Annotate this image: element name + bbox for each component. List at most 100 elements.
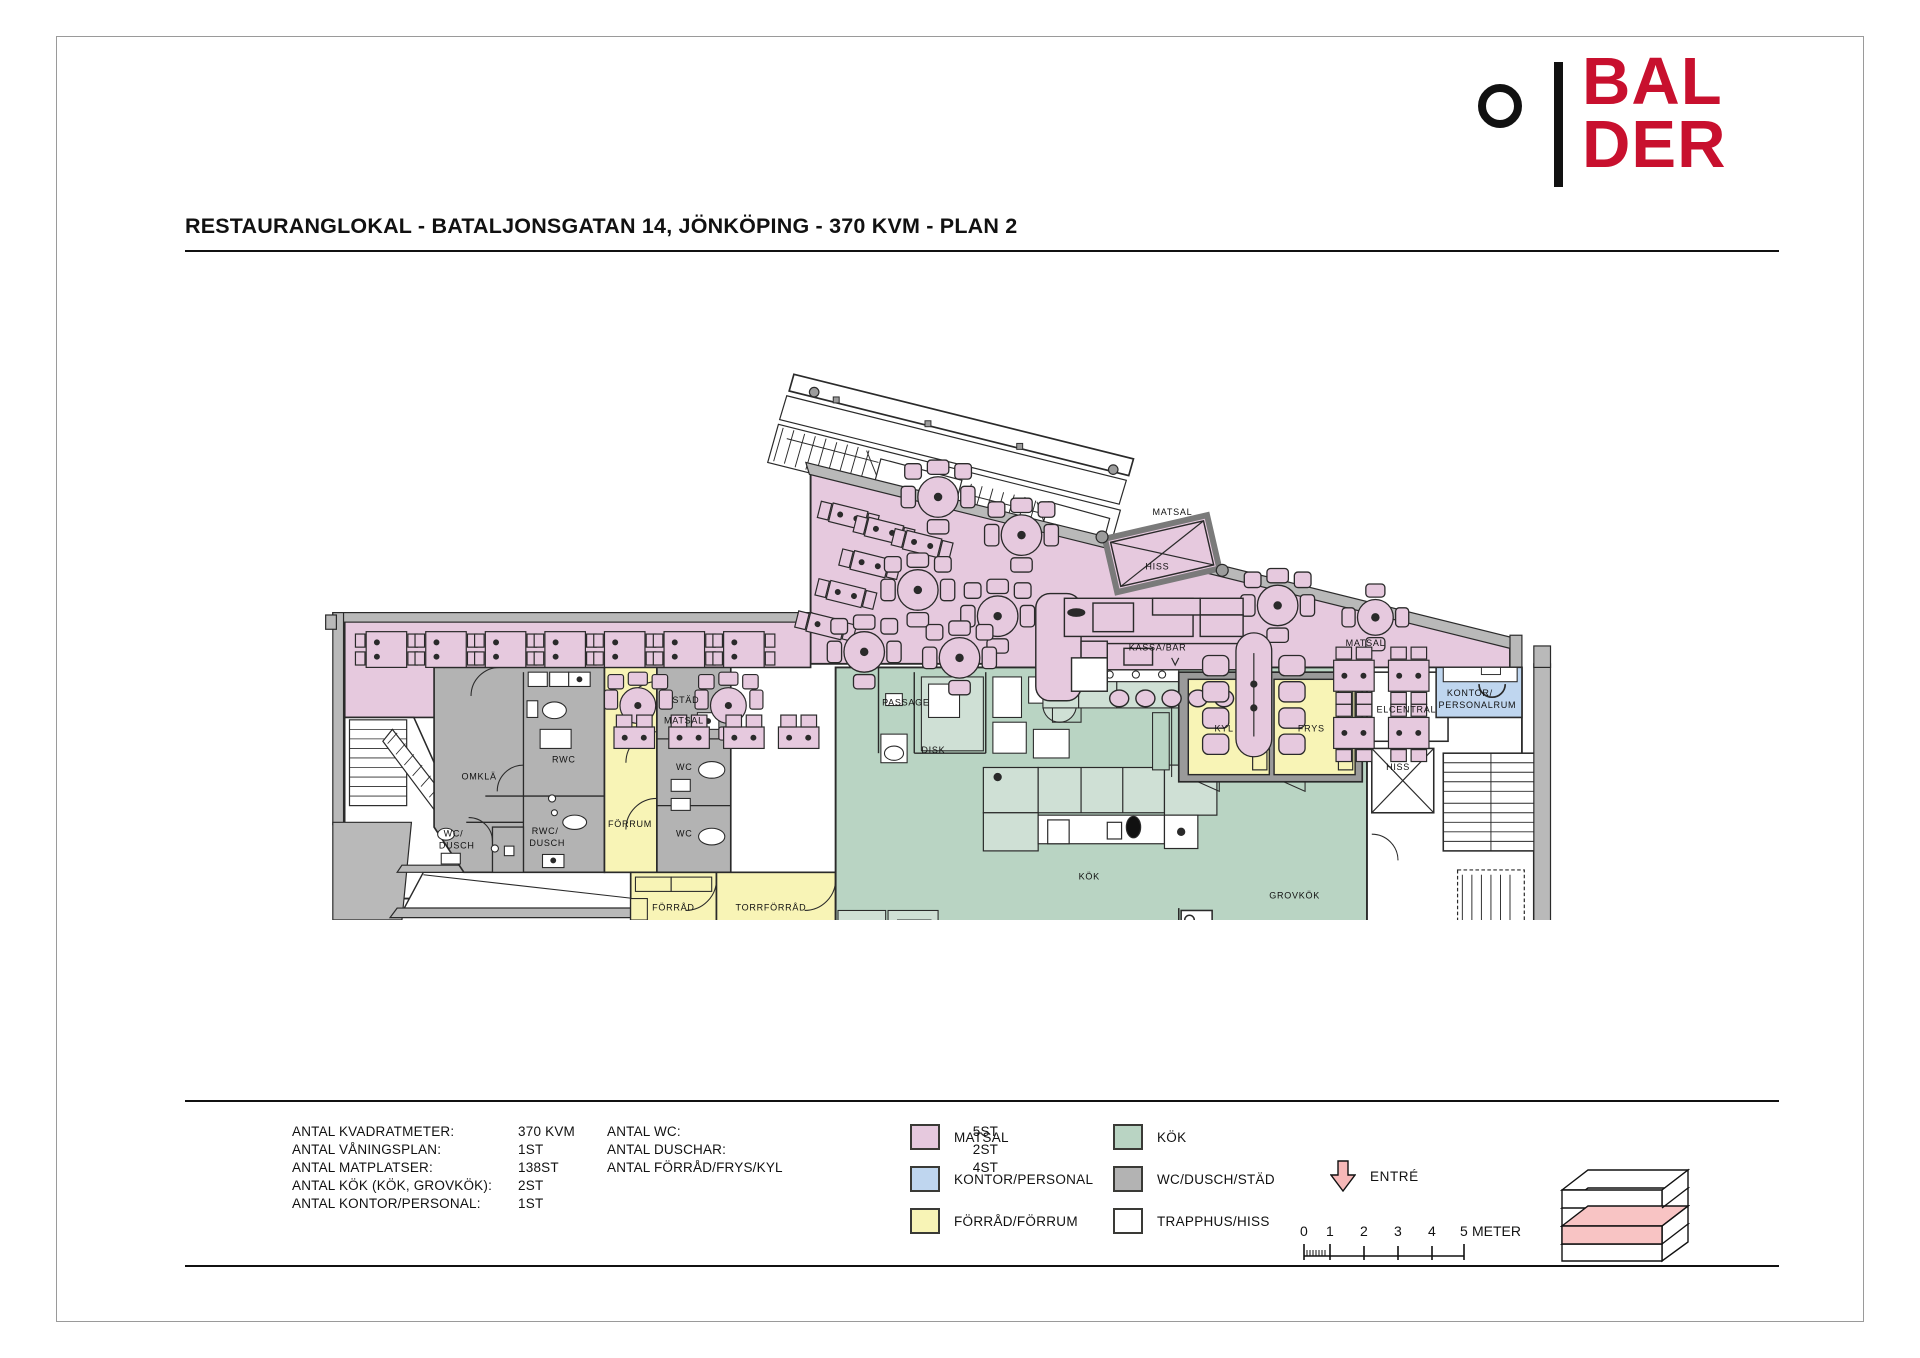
stat-value: 1ST bbox=[518, 1141, 544, 1157]
stat-row: ANTAL KONTOR/PERSONAL:1ST bbox=[292, 1194, 631, 1212]
stat-key: ANTAL MATPLATSER: bbox=[292, 1159, 433, 1175]
zone-forrad bbox=[629, 871, 837, 920]
room-label-frys: FRYS bbox=[1298, 724, 1325, 734]
room-label-matsal-east: MATSAL bbox=[1346, 638, 1386, 648]
room-label-kontor-1: KONTOR/ bbox=[1447, 688, 1493, 698]
scale-tick-label: 5 bbox=[1460, 1223, 1468, 1239]
stat-key: ANTAL KÖK (KÖK, GROVKÖK): bbox=[292, 1177, 493, 1193]
stat-row: ANTAL KVADRATMETER: 370 KVM bbox=[292, 1122, 631, 1140]
legend-swatch bbox=[1113, 1208, 1143, 1234]
legend-column-1: MATSAL KONTOR/PERSONAL FÖRRÅD/FÖRRUM bbox=[910, 1120, 1093, 1246]
legend-label: KONTOR/PERSONAL bbox=[954, 1171, 1094, 1187]
room-label-torrforrad: TORRFÖRRÅD bbox=[736, 902, 807, 912]
room-label-kassa-bar: KASSA/BAR bbox=[1129, 643, 1187, 653]
legend-swatch bbox=[1113, 1124, 1143, 1150]
stat-value: 1ST bbox=[518, 1195, 544, 1211]
logo-divider-bar bbox=[1554, 62, 1563, 187]
room-label-rwc-dusch-2: DUSCH bbox=[529, 838, 565, 848]
dining-round-tables-east bbox=[826, 459, 1410, 696]
scale-tick-label: 1 bbox=[1326, 1223, 1334, 1239]
legend-swatch bbox=[1113, 1166, 1143, 1192]
building-level-indicator bbox=[1559, 1168, 1691, 1268]
legend-label: KÖK bbox=[1157, 1129, 1187, 1145]
room-label-matsal-north: MATSAL bbox=[1153, 507, 1193, 517]
legend-label: FÖRRÅD/FÖRRUM bbox=[954, 1213, 1078, 1229]
stat-value: 138ST bbox=[518, 1159, 559, 1175]
room-label-rwc-dusch-1: RWC/ bbox=[532, 826, 559, 836]
legend-item-matsal: MATSAL bbox=[910, 1120, 1093, 1154]
dining-banquette-ne bbox=[793, 500, 954, 643]
stat-value: 370 KVM bbox=[518, 1123, 575, 1139]
title-underline bbox=[185, 250, 1779, 252]
room-label-wc-dusch-1: WC/ bbox=[444, 829, 464, 839]
room-label-disk: DISK bbox=[921, 745, 945, 755]
entre-arrow-icon bbox=[1329, 1160, 1357, 1193]
stat-row: ANTAL WC: 5ST bbox=[607, 1122, 998, 1140]
matsal-hiss bbox=[1095, 511, 1229, 596]
room-label-grovkok: GROVKÖK bbox=[1269, 891, 1320, 901]
stats-left: ANTAL KVADRATMETER: 370 KVM ANTAL VÅNINGS… bbox=[292, 1122, 631, 1212]
scale-unit-label: METER bbox=[1472, 1223, 1521, 1239]
stat-value: 2ST bbox=[518, 1177, 544, 1193]
legend-item-kontor-personal: KONTOR/PERSONAL bbox=[910, 1162, 1093, 1196]
stat-key: ANTAL FÖRRÅD/FRYS/KYL bbox=[607, 1159, 783, 1175]
room-label-hiss-matsal: HISS bbox=[1145, 562, 1169, 572]
logo-line-1: BAL bbox=[1582, 44, 1723, 119]
legend-swatch bbox=[910, 1124, 940, 1150]
stat-row: ANTAL FÖRRÅD/FRYS/KYL 4ST bbox=[607, 1158, 998, 1176]
stat-row: ANTAL DUSCHAR:2ST bbox=[607, 1140, 998, 1158]
communal-table bbox=[1201, 632, 1306, 758]
scale-tick-label: 2 bbox=[1360, 1223, 1368, 1239]
footer-rule-bottom bbox=[185, 1265, 1779, 1267]
scale-tick-label: 0 bbox=[1300, 1223, 1308, 1239]
sheet-border bbox=[56, 36, 1864, 1322]
kassa-bar bbox=[1035, 592, 1247, 708]
legend-item-forrad-forrum: FÖRRÅD/FÖRRUM bbox=[910, 1204, 1093, 1238]
legend-item-wc-dusch-stad: WC/DUSCH/STÄD bbox=[1113, 1162, 1275, 1196]
legend-label: WC/DUSCH/STÄD bbox=[1157, 1171, 1275, 1187]
floor-plan-drawing: MATSAL MATSAL MATSAL KASSA/BAR HISS OMKL… bbox=[300, 360, 1600, 920]
scale-tick-label: 4 bbox=[1428, 1223, 1436, 1239]
logo-wordmark: BAL DER bbox=[1582, 44, 1726, 178]
stat-row: ANTAL KÖK (KÖK, GROVKÖK): 2ST bbox=[292, 1176, 631, 1194]
balder-logo: BAL DER bbox=[1478, 48, 1778, 187]
page-title: RESTAURANGLOKAL - BATALJONSGATAN 14, JÖN… bbox=[185, 214, 1018, 238]
zone-wc-dusch bbox=[433, 666, 606, 874]
dining-two-tops bbox=[613, 714, 820, 750]
stat-value: 4ST bbox=[972, 1159, 999, 1175]
room-label-wc-2: WC bbox=[676, 829, 693, 839]
legend-column-2: KÖK WC/DUSCH/STÄD TRAPPHUS/HISS bbox=[1113, 1120, 1275, 1246]
stat-key: ANTAL WC: bbox=[607, 1123, 681, 1139]
room-label-matsal-west: MATSAL bbox=[664, 715, 704, 725]
legend-swatch bbox=[910, 1166, 940, 1192]
dining-tables-east-grid bbox=[1333, 646, 1430, 763]
zone-kontor bbox=[1435, 666, 1523, 719]
stats-right: ANTAL WC: 5ST ANTAL DUSCHAR:2ST ANTAL FÖR… bbox=[607, 1122, 998, 1176]
legend-label: TRAPPHUS/HISS bbox=[1157, 1213, 1270, 1229]
legend-item-kok: KÖK bbox=[1113, 1120, 1275, 1154]
logo-circle-icon bbox=[1478, 84, 1522, 128]
stat-row: ANTAL MATPLATSER: 138ST bbox=[292, 1158, 631, 1176]
room-label-forrad: FÖRRÅD bbox=[652, 902, 695, 912]
stat-key: ANTAL VÅNINGSPLAN: bbox=[292, 1141, 442, 1157]
room-label-elcentral: ELCENTRAL bbox=[1377, 705, 1437, 715]
footer-rule-top bbox=[185, 1100, 1779, 1102]
room-label-kontor-2: PERSONALRUM bbox=[1439, 700, 1517, 710]
legend-item-trapphus-hiss: TRAPPHUS/HISS bbox=[1113, 1204, 1275, 1238]
stat-key: ANTAL DUSCHAR: bbox=[607, 1141, 727, 1157]
stat-key: ANTAL KVADRATMETER: bbox=[292, 1123, 455, 1139]
room-label-kok: KÖK bbox=[1079, 871, 1100, 881]
stat-value: 5ST bbox=[972, 1123, 999, 1139]
room-label-rwc: RWC bbox=[552, 755, 576, 765]
stat-row: ANTAL VÅNINGSPLAN: 1ST bbox=[292, 1140, 631, 1158]
legend-label: MATSAL bbox=[954, 1129, 1009, 1145]
room-label-hiss-right: HISS bbox=[1386, 762, 1410, 772]
room-label-kyl: KYL bbox=[1215, 724, 1234, 734]
room-label-omkla: OMKLÄ bbox=[461, 771, 496, 781]
room-label-stad: STÄD bbox=[672, 695, 699, 705]
room-label-wc-dusch-2: DUSCH bbox=[439, 841, 475, 851]
legend-swatch bbox=[910, 1208, 940, 1234]
room-label-passage: PASSAGE bbox=[882, 698, 930, 708]
room-label-wc-1: WC bbox=[676, 762, 693, 772]
